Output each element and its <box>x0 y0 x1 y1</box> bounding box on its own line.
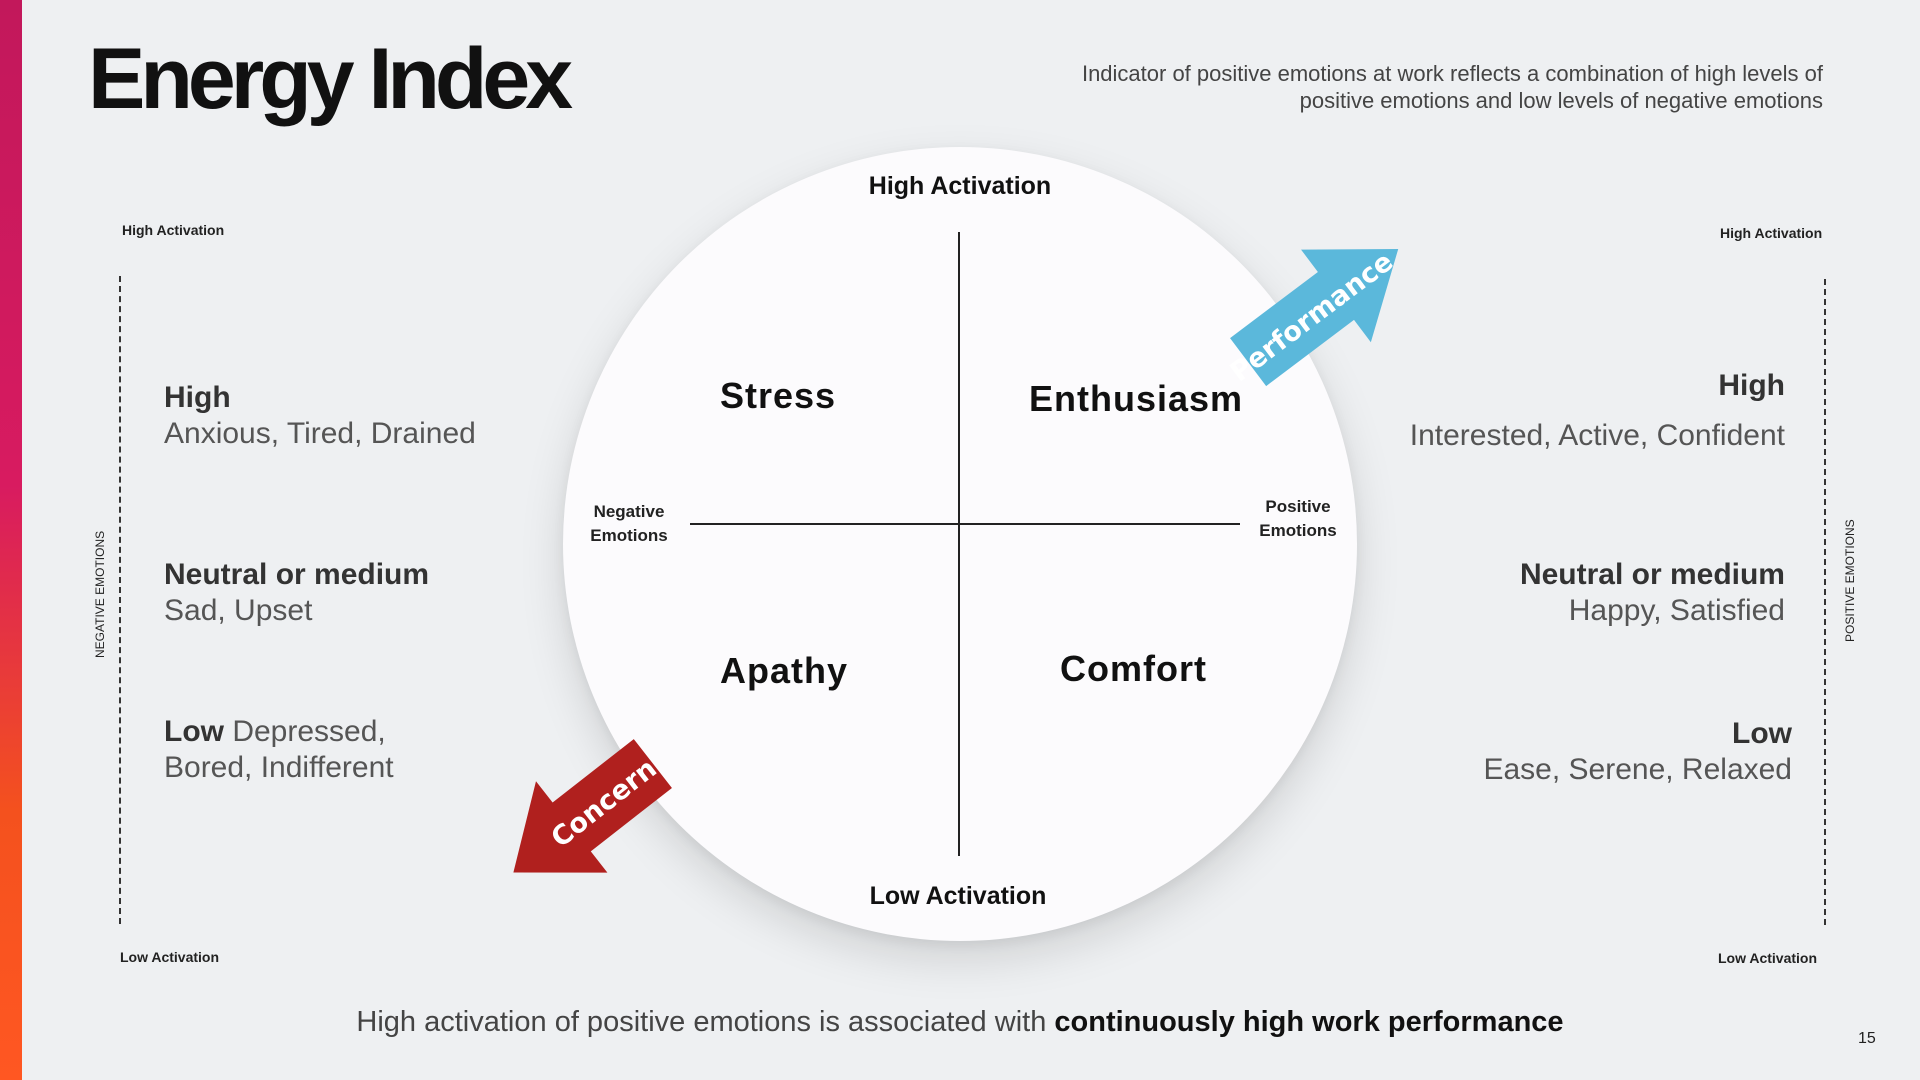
left-level-high: High Anxious, Tired, Drained <box>164 380 476 452</box>
quadrant-circle <box>563 147 1357 941</box>
right-level-low-text: Ease, Serene, Relaxed <box>1483 753 1792 786</box>
quadrant-apathy: Apathy <box>720 650 849 691</box>
diagram-negative-emotions-label: Negative Emotions <box>569 500 689 548</box>
right-level-high-text: Interested, Active, Confident <box>1409 419 1785 452</box>
right-scale-top-label: High Activation <box>1720 225 1823 241</box>
footer-text: High activation of positive emotions is … <box>356 1006 1055 1038</box>
left-level-neutral-text: Sad, Upset <box>164 594 313 627</box>
left-level-low-text-1: Depressed, <box>224 715 386 748</box>
diagram-negative-label-line2: Emotions <box>590 526 668 545</box>
right-level-low-heading: Low <box>1732 717 1792 750</box>
quadrant-enthusiasm: Enthusiasm <box>1029 378 1244 419</box>
left-level-low: Low Depressed, Bored, Indifferent <box>164 714 394 786</box>
page-subtitle: Indicator of positive emotions at work r… <box>1081 61 1823 113</box>
left-level-high-text: Anxious, Tired, Drained <box>164 417 476 450</box>
concern-arrow: Concern <box>513 739 672 873</box>
horizontal-axis-line <box>690 523 1240 525</box>
diagram-positive-emotions-label: Positive Emotions <box>1238 495 1358 543</box>
left-scale-bottom-label: Low Activation <box>120 949 220 965</box>
quadrant-stress: Stress <box>720 375 837 416</box>
vertical-axis-line <box>958 232 960 856</box>
left-level-high-heading: High <box>164 381 231 414</box>
performance-arrow: Performance <box>1225 246 1399 388</box>
diagram-positive-label-line2: Emotions <box>1259 521 1337 540</box>
page-number: 15 <box>1858 1030 1876 1047</box>
footer-bold-text: continuously high work performance <box>1054 1006 1564 1038</box>
right-level-high: High Interested, Active, Confident <box>1410 368 1785 454</box>
diagram-high-activation-label: High Activation <box>868 172 1052 200</box>
left-level-neutral-heading: Neutral or medium <box>164 558 430 591</box>
left-level-low-text-2: Bored, Indifferent <box>164 751 394 784</box>
diagram-low-activation-label: Low Activation <box>869 882 1047 910</box>
left-level-low-heading: Low <box>164 715 224 748</box>
accent-bar <box>0 0 22 1080</box>
left-scale-dashed-line <box>119 276 121 924</box>
right-level-high-heading: High <box>1718 369 1785 402</box>
footer-statement: High activation of positive emotions is … <box>0 1006 1920 1039</box>
right-level-neutral: Neutral or medium Happy, Satisfied <box>1520 557 1785 629</box>
left-scale-top-label: High Activation <box>122 222 225 238</box>
left-level-neutral: Neutral or medium Sad, Upset <box>164 557 429 629</box>
right-level-neutral-text: Happy, Satisfied <box>1568 594 1785 627</box>
right-level-low: Low Ease, Serene, Relaxed <box>1483 716 1792 788</box>
right-scale-bottom-label: Low Activation <box>1718 950 1818 966</box>
right-scale-dashed-line <box>1824 279 1826 925</box>
page-title: Energy Index <box>88 31 573 127</box>
quadrant-comfort: Comfort <box>1060 648 1207 689</box>
right-level-neutral-heading: Neutral or medium <box>1519 558 1785 591</box>
diagram-positive-label-line1: Positive <box>1265 497 1331 516</box>
diagram-negative-label-line1: Negative <box>593 502 665 521</box>
